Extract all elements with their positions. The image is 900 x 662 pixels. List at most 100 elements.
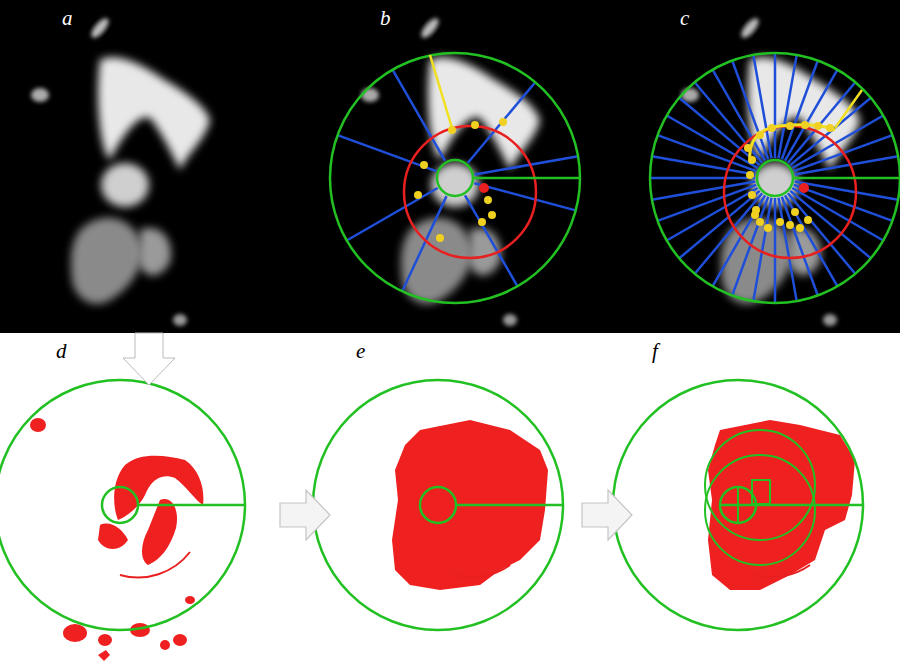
figure-shape	[705, 430, 815, 540]
figure-shape	[788, 193, 855, 273]
figure-shape	[786, 122, 794, 130]
figure-shape	[361, 16, 540, 326]
figure-shape	[420, 161, 428, 169]
figure-shape	[468, 82, 535, 163]
figure-shape	[479, 183, 489, 193]
figure-shape	[488, 211, 496, 219]
figure-shape	[0, 0, 900, 333]
figure-shape	[474, 183, 575, 210]
figure-shape	[652, 182, 755, 200]
figure-shape	[30, 418, 203, 661]
figure-shape	[98, 650, 110, 661]
figure-shape	[801, 121, 809, 129]
panel-letter: e	[356, 341, 365, 362]
figure-shape	[774, 53, 777, 158]
figure-shape	[0, 380, 245, 630]
figure-shape	[473, 177, 580, 180]
figure-shape	[160, 640, 170, 650]
figure-shape	[804, 216, 812, 224]
figure-shape	[744, 121, 834, 232]
figure-shape	[393, 70, 446, 161]
figure-shape	[695, 82, 762, 163]
figure-shape	[456, 504, 563, 507]
figure-shape	[347, 188, 438, 241]
figure-shape	[814, 122, 822, 130]
figure-shape	[30, 418, 46, 432]
figure-shape	[786, 221, 794, 229]
figure-shape	[138, 504, 245, 507]
figure-shape	[791, 208, 799, 216]
figure-shape	[835, 90, 862, 128]
figure-shape	[756, 218, 764, 226]
figure-shape	[313, 380, 563, 630]
figure-shape	[799, 183, 809, 193]
figure-shape	[120, 552, 190, 577]
figure-shape	[123, 333, 175, 385]
figure-shape	[173, 634, 187, 646]
figure-shape	[338, 135, 437, 171]
figure-shape	[658, 135, 757, 171]
figure-shape	[755, 565, 810, 577]
figure-shape	[98, 523, 128, 549]
figure-shape	[63, 624, 87, 642]
figure-shape	[102, 487, 138, 523]
figure-shape	[142, 499, 177, 565]
figure-shape	[720, 504, 863, 507]
figure-shape	[756, 131, 764, 139]
figure-shape	[751, 211, 759, 219]
figure-shape	[748, 156, 756, 164]
figure-shape	[430, 55, 452, 128]
figure-shape	[31, 16, 210, 326]
figure-shape	[790, 98, 871, 165]
figure-shape	[448, 126, 456, 134]
panel-letter: a	[62, 8, 73, 29]
figure-shape	[436, 234, 444, 242]
figure-shape	[757, 160, 793, 196]
figure-shape	[499, 118, 507, 126]
figure-shape	[782, 61, 818, 160]
figure-shape	[402, 196, 446, 291]
figure-shape	[724, 126, 856, 258]
figure-shape	[414, 191, 422, 199]
figure-shape	[437, 160, 473, 196]
figure-shape	[330, 53, 580, 303]
figure-shape	[338, 70, 579, 292]
panel-letter: c	[680, 8, 689, 29]
figure-shape	[776, 218, 784, 226]
figure-shape	[613, 380, 863, 630]
panel-letter: d	[56, 341, 67, 362]
figure-shape	[793, 177, 900, 180]
figure-shape	[681, 16, 860, 326]
figure-shape	[744, 144, 752, 152]
panel-letter: b	[380, 8, 391, 29]
figure-shape	[471, 121, 479, 129]
figure-shape	[404, 126, 536, 258]
figure-shape	[650, 177, 755, 180]
figure-shape	[98, 634, 112, 646]
figure-shape	[753, 55, 771, 158]
figure-shape	[420, 487, 456, 523]
figure-shape	[414, 118, 507, 242]
figure-shape	[746, 171, 754, 179]
figure-shape	[280, 490, 330, 540]
figure-shape	[185, 596, 195, 604]
figure-shape	[455, 565, 510, 577]
figure-shape	[650, 53, 900, 303]
figure-shape	[774, 198, 777, 303]
figure-shape	[768, 124, 776, 132]
figure-shape	[796, 224, 804, 232]
figure-shape	[764, 224, 772, 232]
figure-shape	[465, 195, 518, 286]
figure-shape	[582, 490, 632, 540]
figure-shape	[478, 218, 486, 226]
figure-shape	[679, 191, 760, 258]
figure-shape	[794, 185, 893, 221]
figure-shape	[826, 124, 834, 132]
figure-shape	[752, 480, 770, 504]
panel-letter: f	[652, 341, 658, 362]
figure-shape	[484, 196, 492, 204]
figure-shape	[750, 125, 835, 160]
figure-shape	[748, 191, 756, 199]
figure-shape	[705, 455, 815, 565]
